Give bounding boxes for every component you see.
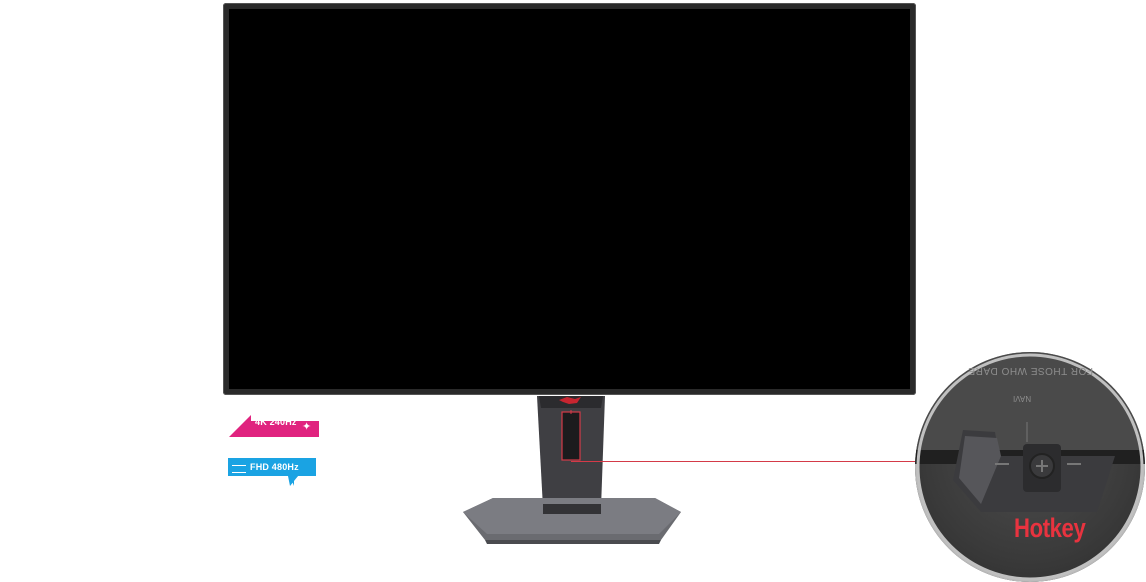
badge-fhd-480hz: FHD 480Hz [228, 456, 318, 486]
badge-fhd-label: FHD 480Hz [250, 462, 299, 472]
monitor-stand [463, 396, 681, 544]
monitor-panel [223, 3, 916, 395]
engraving-top: FOR THOSE WHO DARE [968, 365, 1093, 376]
hotkey-zoom-circle [915, 352, 1145, 582]
badge-4k-240hz: 4K 240Hz ✦ [229, 409, 319, 439]
monitor-screen [229, 9, 910, 389]
callout-line [571, 461, 919, 462]
speed-lines-icon [232, 465, 246, 473]
rog-logo-icon [559, 397, 581, 404]
engraving-navi: NAVI [1013, 394, 1032, 403]
hotkey-label: Hotkey [1014, 513, 1086, 543]
sparkle-icon: ✦ [302, 421, 312, 433]
badge-4k-label: 4K 240Hz [255, 417, 297, 427]
